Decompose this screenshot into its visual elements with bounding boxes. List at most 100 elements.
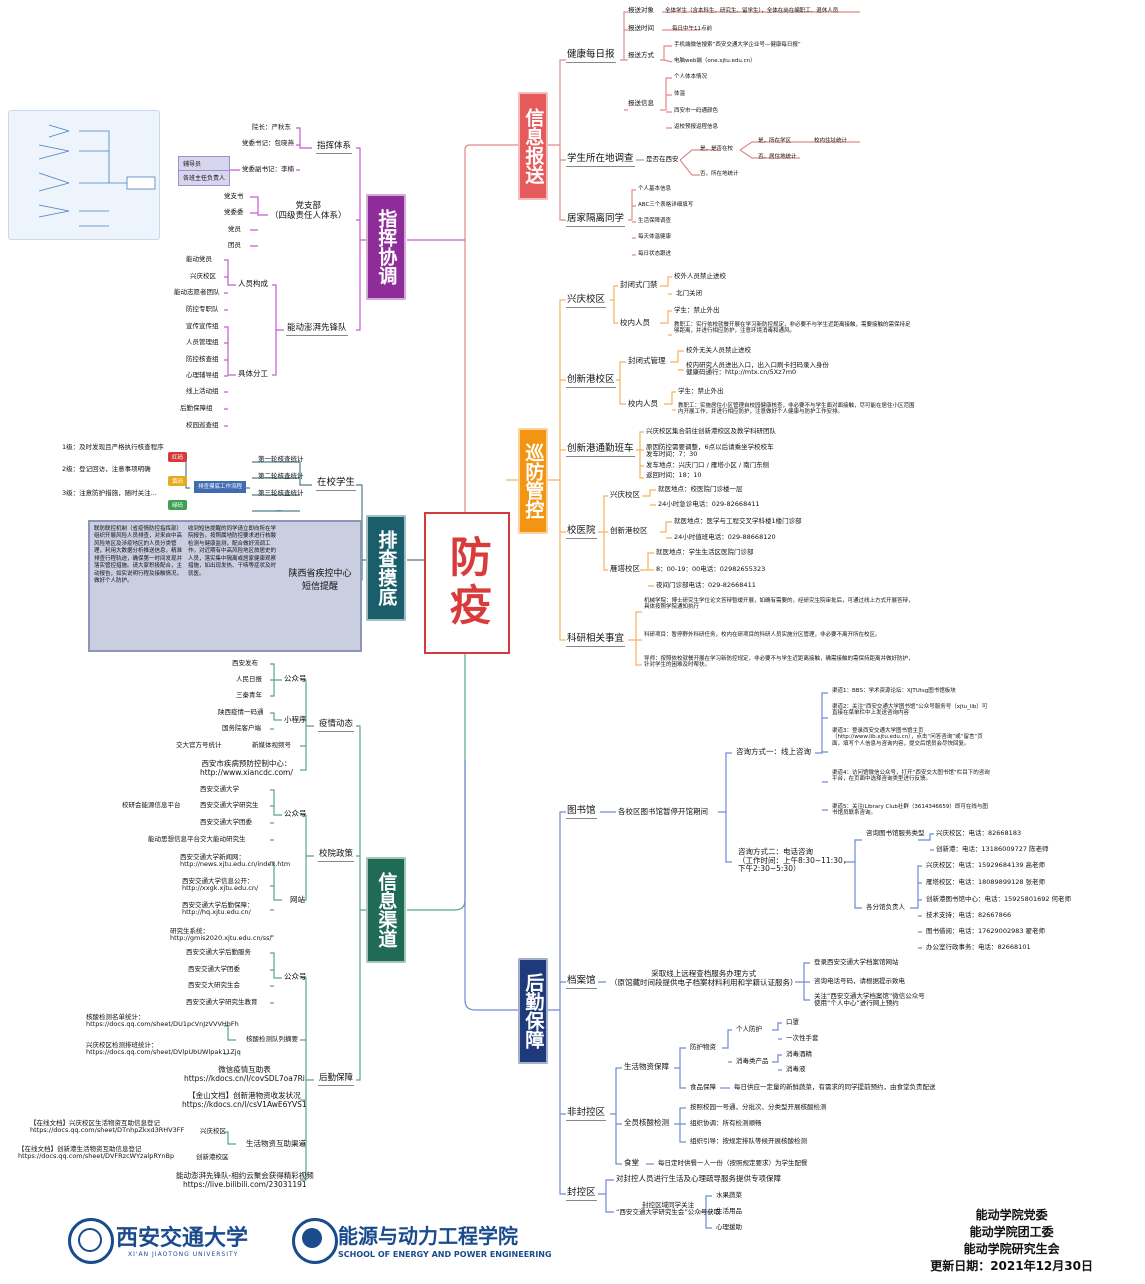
node-shuttle-3: 返回时间：18：10 (646, 471, 702, 479)
node-iso-0: 个人基本信息 (638, 186, 672, 192)
node-sealed-sub: 封控区域同学关注 “西安交通大学研究生会”公众号获取 (616, 1201, 721, 1217)
node-c1-1: 渠道2：关注“西安交通大学图书馆”公众号服务号（xjtu_lib）可直接在菜单栏… (832, 704, 988, 717)
survey-level-1: 1级：及时发现且严格执行核查程序 (62, 443, 164, 451)
node-mutual-1: 创新港校区 (196, 1153, 229, 1161)
node-report-target: 报送对象 (628, 6, 654, 14)
node-nucleic: 核酸检测队列摘要 (246, 1035, 298, 1043)
node-in-school: 在校学生 (316, 477, 357, 491)
node-content-3: 返校预报返程信息 (674, 124, 719, 130)
node-staff: 教职工：实行依校就餐开展在学习新防控规定，非必要不与学生近距离接触，需要接触的需… (674, 322, 911, 335)
node-shuttle-0: 兴庆校区集合前往创新港校区及教学科研团队 (646, 427, 776, 435)
node-in-school-1: 第二轮核查统计 (258, 472, 304, 480)
footer-org-3: 能动学院研究生会 (963, 1242, 1060, 1256)
node-h-xq-1: 24小时急诊电话：029-82668411 (658, 500, 760, 508)
node-sys-side: 辅导员 各班主任负责人 (178, 156, 230, 186)
xjtu-name-en: XI'AN JIAOTONG UNIVERSITY (128, 1251, 239, 1258)
node-closed: 封闭式门禁 (620, 280, 658, 289)
node-spec-5: 后勤保障组 (180, 404, 213, 412)
node-arch-2: 关注“西安交通大学档案馆”微信公众号 使用“个人中心”进行网上预约 (814, 992, 925, 1008)
node-c2-top: 咨询图书馆服务类型 (866, 829, 925, 837)
node-c1-3: 渠道4：访问馆微信公众号，打开“西安交大图书馆”栏目下的咨询平台，在页面中选择咨… (832, 770, 990, 783)
node-sys-side-1: 各班主任负责人 (183, 175, 226, 182)
node-report-content: 报送信息 (628, 99, 654, 107)
node-spec-4: 线上活动组 (186, 387, 219, 395)
node-c1-4: 渠道5：关注iLibrary Club社群（3614346659）即可在线与图书… (832, 804, 988, 817)
node-student2: 学生：禁止外出 (678, 387, 724, 395)
sms-text-right: 收到短信提醒的同学请立即向所在学院报告，按照属地防控要求进行核酸检测与健康监测，… (188, 526, 277, 577)
school-logo: 能源与动力工程学院 SCHOOL OF ENERGY AND POWER ENG… (292, 1218, 552, 1268)
node-b-3: 西安交通大学研究生教育 (186, 998, 258, 1006)
node-specific: 具体分工 (238, 369, 268, 378)
node-p-0: 西安交通大学 (200, 785, 239, 793)
node-wall: 微信疫情互助表 https://kdocs.cn/l/covSDL7oa7Ri (184, 1065, 305, 1083)
node-party-2: 党员 (228, 225, 241, 233)
node-spec-1: 人员管理组 (186, 338, 219, 346)
school-seal-icon (292, 1218, 338, 1264)
node-sealed: 封控区 (566, 1187, 597, 1201)
node-closed2-0: 校外无关人员禁止进校 (686, 346, 751, 354)
xjtu-seal-inner-icon (78, 1228, 102, 1252)
node-consult1: 咨询方式一：线上咨询 (736, 747, 811, 756)
node-in-school-2: 第三轮核查统计 (258, 489, 304, 497)
node-web-3: 研究生系统： http://gmis2020.xjtu.edu.cn/ss/ (170, 927, 272, 943)
node-h-xingqing: 兴庆校区 (610, 490, 640, 499)
node-dyn-official: 公众号 (284, 674, 307, 683)
node-h-inn: 创新港校区 (610, 526, 648, 535)
node-dyn-2: 三秦青年 (236, 691, 262, 699)
node-sealed-text: 对封控人员进行生活及心理疏导服务提供专项保障 (616, 1174, 781, 1183)
center-node: 防疫 (424, 512, 510, 654)
node-student: 学生：禁止外出 (674, 306, 720, 314)
node-prot-sub-2: 消毒酒精 (786, 1050, 812, 1058)
node-mutual: 生活物资互助渠道 (246, 1139, 306, 1148)
node-r-2: 导师：按照依校就餐开展在学习新防控规定，非必要不与学生近距离接触，确需接触的需保… (644, 656, 914, 669)
node-party-0: 党支书 (224, 192, 244, 200)
node-location: 学生所在地调查 (566, 153, 635, 167)
node-content-1: 体温 (674, 91, 686, 97)
node-c1-0: 渠道1：BBS：学术资源论坛：XJTUtsg图书馆板块 (832, 688, 956, 694)
node-yes-yes: 是，所在学区 (758, 138, 792, 144)
node-med-1: 组织协调：所有检测顺畅 (690, 1119, 762, 1127)
node-medical: 全员核酸检测 (624, 1118, 669, 1127)
node-closed-0: 校外人员禁止进校 (674, 272, 726, 280)
node-supply: 生活物资保障 (624, 1062, 669, 1071)
node-med-0: 按照校园一号通，分批次、分类型开展核酸检测 (690, 1103, 827, 1111)
node-yes: 是，是否在校 (700, 146, 734, 152)
node-bilibili: 能动澎湃先锋队-相约云聚会获得精彩视频 https://live.bilibil… (176, 1171, 314, 1189)
node-web-0: 西安交通大学新闻网： http://news.xjtu.edu.cn/index… (180, 853, 291, 869)
node-h-xq-0: 就医地点：校医院门诊楼一层 (658, 485, 743, 493)
node-nucleic-1: 兴庆校区检测排班统计： https://docs.qq.com/sheet/DV… (86, 1041, 241, 1057)
footer-org-2: 能动学院团工委 (969, 1225, 1054, 1239)
trunk-patrol: 巡防管控 (518, 428, 548, 534)
node-report-target-val: 全体学生（含本科生、研究生、留学生），全体在岗在编职工、退休人员 (665, 8, 839, 14)
node-shuttle-1: 原因防控需要调整，6点以后请乘坐学校校车 发车时间：7：30 (646, 443, 774, 459)
node-c1-2: 渠道3：登录西安交通大学图书馆主页（http://www.lib.xjtu.ed… (832, 728, 983, 747)
node-mini-1: 国务院客户端 (222, 724, 261, 732)
node-method-2: 电脑web端（one.xjtu.edu.cn） (674, 58, 756, 64)
node-mutual-left-1: 【在线文档】创新港生活物资互助信息登记 https://docs.qq.com/… (18, 1145, 175, 1161)
node-closed2-1: 校内研究人员进出入口，出入口刷卡扫码录入身份 健康码通行：http://mtx.… (686, 361, 829, 377)
trunk-info-report: 信息报送 (518, 92, 548, 200)
node-in-school-0: 第一轮核查统计 (258, 455, 304, 463)
node-b-0: 西安交通大学后勤服务 (186, 948, 251, 956)
node-spec-6: 校园巡查组 (186, 421, 219, 429)
node-canteen-text: 每日定时供餐一人一份（按照规定要求）为学生配餐 (658, 1159, 808, 1167)
node-canteen: 食堂 (624, 1158, 639, 1167)
node-prot-0: 个人防护 (736, 1025, 762, 1033)
node-prot-sub-0: 口罩 (786, 1018, 799, 1026)
node-p-3: 交大能动研究生 (200, 835, 246, 843)
node-web-1: 西安交通大学信息公开： http://xxgk.xjtu.edu.cn/ (182, 877, 259, 893)
node-iso-3: 每天体温健康 (638, 234, 672, 240)
node-staff-3: 防控专职队 (186, 305, 219, 313)
xjtu-logo: 西安交通大学 XI'AN JIAOTONG UNIVERSITY (68, 1218, 288, 1268)
node-c2-sub: 各分馆负责人 (866, 903, 905, 911)
node-h-inn-0: 就医地点：医学与工程交叉学科楼1楼门诊部 (674, 517, 802, 525)
node-spec-2: 防控核查组 (186, 355, 219, 363)
school-name-cn: 能源与动力工程学院 (338, 1224, 518, 1248)
survey-level-3: 3级：注意防护措施，随时关注... (62, 489, 157, 497)
node-no: 否，所在地统计 (700, 171, 739, 177)
node-innovation: 创新港校区 (566, 374, 616, 388)
node-sys-0: 院长：严秋东 (252, 123, 291, 131)
node-prot-1: 消毒类产品 (736, 1057, 769, 1065)
node-r-0: 机械学院：博士研究生学位论文答辩暂缓开展，如确有需要的，经研究生院审批后，可通过… (644, 598, 914, 611)
survey-level-2: 2级：登记回访，注意事项明确 (62, 465, 151, 473)
